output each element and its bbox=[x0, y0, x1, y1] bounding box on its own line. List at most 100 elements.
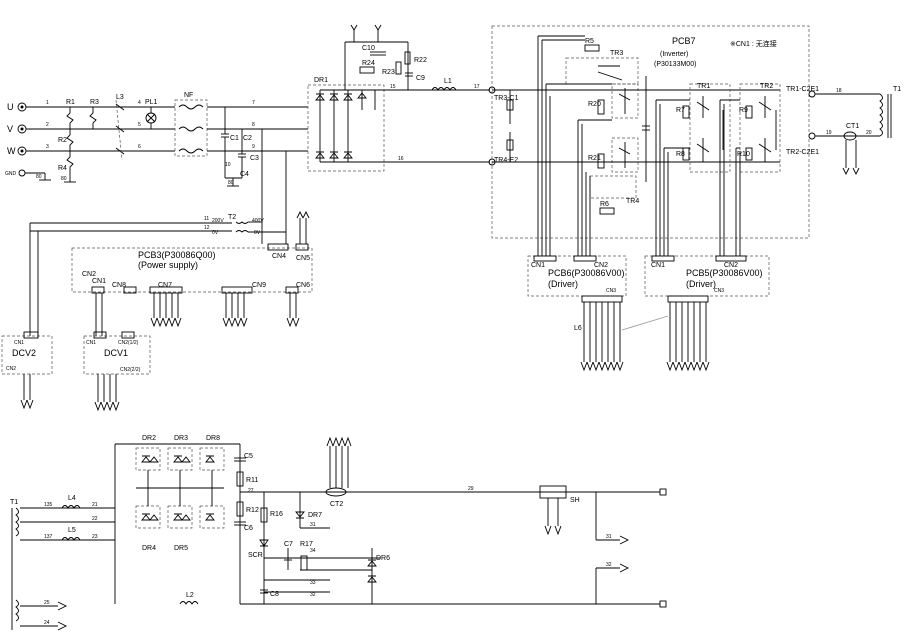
dcv2-label: DCV2 bbox=[12, 348, 36, 358]
l2-label: L2 bbox=[186, 592, 194, 599]
pcb6-subtitle: (Driver) bbox=[548, 279, 578, 289]
cn4-label: CN4 bbox=[272, 253, 286, 260]
svg-text:19: 19 bbox=[826, 130, 832, 136]
c1-label: C1 bbox=[230, 135, 239, 142]
svg-text:CN1: CN1 bbox=[86, 340, 96, 346]
terminal-u-label: U bbox=[7, 102, 14, 112]
r24-label: R24 bbox=[362, 60, 375, 67]
terminal-w-label: W bbox=[7, 146, 16, 156]
c5-label: C5 bbox=[244, 453, 253, 460]
svg-text:7: 7 bbox=[252, 100, 255, 106]
ct2-label: CT2 bbox=[330, 501, 343, 508]
r12-label: R12 bbox=[246, 507, 259, 514]
pcb7-title: PCB7 bbox=[672, 36, 696, 46]
svg-text:20: 20 bbox=[866, 130, 872, 136]
l5-label: L5 bbox=[68, 527, 76, 534]
pcb7-subtitle: (Inverter) bbox=[660, 51, 688, 58]
dr6-label: DR6 bbox=[376, 555, 390, 562]
t2-transformer: 11 12 T2 200V 400V 0V 0V bbox=[29, 129, 287, 336]
svg-text:11: 11 bbox=[204, 216, 209, 222]
c9-label: C9 bbox=[416, 75, 425, 82]
pcb5-subtitle: (Driver) bbox=[686, 279, 716, 289]
r2-label: R2 bbox=[58, 137, 67, 144]
svg-text:32: 32 bbox=[606, 562, 612, 568]
svg-text:18: 18 bbox=[836, 88, 842, 94]
r7-label: R7 bbox=[676, 107, 685, 114]
svg-text:2: 2 bbox=[46, 122, 49, 128]
l6-label: L6 bbox=[574, 325, 582, 332]
scr-label: SCR bbox=[248, 552, 263, 559]
pcb-drivers: CN1 CN2 PCB6(P30086V00) (Driver) CN3 CN1… bbox=[527, 255, 770, 372]
r11-label: R11 bbox=[246, 477, 258, 484]
svg-text:31: 31 bbox=[606, 534, 612, 540]
cn7-label: CN7 bbox=[158, 282, 172, 289]
c4-label: C4 bbox=[240, 171, 249, 178]
svg-text:15: 15 bbox=[390, 84, 396, 90]
cn5-label: CN5 bbox=[296, 255, 310, 262]
surge-resistors: R1 R3 R2 R4 80 80 bbox=[36, 99, 99, 183]
c7-label: C7 bbox=[284, 541, 293, 548]
svg-text:9: 9 bbox=[252, 144, 255, 150]
dr1-rectifier: DR1 15 bbox=[307, 77, 396, 172]
c10-label: C10 bbox=[362, 45, 375, 52]
pcb5-cn2-label: CN2 bbox=[724, 262, 738, 269]
svg-text:CN3: CN3 bbox=[606, 288, 616, 294]
svg-text:5: 5 bbox=[138, 122, 141, 128]
pl1-label: PL1 bbox=[145, 99, 158, 106]
secondary-circuit: T1 135 137 21 22 23 L4 L5 25 24 DR2 DR3 … bbox=[10, 435, 667, 631]
svg-text:80: 80 bbox=[61, 176, 67, 182]
svg-text:CN1: CN1 bbox=[14, 340, 24, 346]
c2-label: C2 bbox=[243, 135, 252, 142]
svg-text:137: 137 bbox=[44, 534, 53, 540]
svg-text:3: 3 bbox=[46, 144, 49, 150]
r5-label: R5 bbox=[585, 38, 594, 45]
r22-label: R22 bbox=[414, 57, 427, 64]
tr4-e2-label: TR4-E2 bbox=[494, 157, 518, 164]
cn9-label: CN9 bbox=[252, 282, 266, 289]
r9-label: R9 bbox=[739, 107, 748, 114]
dr3-label: DR3 bbox=[174, 435, 188, 442]
svg-text:4: 4 bbox=[138, 100, 141, 106]
svg-text:25: 25 bbox=[44, 600, 50, 606]
svg-text:6: 6 bbox=[138, 144, 141, 150]
pcb3-subtitle: (Power supply) bbox=[138, 260, 198, 270]
charge-circuit: C10 R24 R23 R22 C9 bbox=[344, 24, 427, 90]
tr4-label: TR4 bbox=[626, 198, 639, 205]
dr5-label: DR5 bbox=[174, 545, 188, 552]
pcb7-part: (P30133M00) bbox=[654, 61, 696, 68]
svg-text:80: 80 bbox=[228, 180, 234, 186]
r8-label: R8 bbox=[676, 151, 685, 158]
pcb7-inverter: PCB7 (Inverter) (P30133M00) ※CN1 : 无连接 T… bbox=[491, 25, 810, 256]
t2-label: T2 bbox=[228, 214, 236, 221]
terminal-gnd-label: GND bbox=[5, 171, 17, 177]
dr2-label: DR2 bbox=[142, 435, 156, 442]
tr3-c1-label: TR3-C1 bbox=[494, 95, 519, 102]
svg-text:CN2: CN2 bbox=[6, 366, 16, 372]
three-phase-lines: 1 2 3 4 5 6 bbox=[25, 100, 175, 174]
svg-text:32: 32 bbox=[310, 592, 316, 598]
svg-text:17: 17 bbox=[474, 84, 480, 90]
cn8-label: CN8 bbox=[112, 282, 126, 289]
svg-text:135: 135 bbox=[44, 502, 53, 508]
c6-label: C6 bbox=[244, 525, 253, 532]
r17-label: R17 bbox=[300, 541, 313, 548]
pcb3-cn1-label: CN1 bbox=[92, 278, 106, 285]
svg-text:400V: 400V bbox=[252, 218, 264, 224]
pcb6-cn1-label: CN1 bbox=[531, 262, 545, 269]
dcv-units: DCV2 CN1 CN2 DCV1 CN1 CN2(1/2) CN2(2/2) bbox=[1, 331, 151, 412]
cn1-note: ※CN1 : 无连接 bbox=[730, 39, 777, 48]
svg-text:8: 8 bbox=[252, 122, 255, 128]
svg-text:33: 33 bbox=[310, 580, 316, 586]
r3-label: R3 bbox=[90, 99, 99, 106]
pcb3-power-supply: PCB3(P30086Q00) (Power supply) CN4 CN5 C… bbox=[71, 210, 313, 336]
noise-filter: NF bbox=[174, 92, 208, 157]
svg-text:22: 22 bbox=[92, 516, 98, 522]
tr1-c2e1-label: TR1-C2E1 bbox=[786, 86, 819, 93]
t1-secondary-label: T1 bbox=[10, 499, 18, 506]
pcb6-title: PCB6(P30086V00) bbox=[548, 268, 625, 278]
l1-label: L1 bbox=[444, 78, 452, 85]
filter-to-dr1: 7 8 9 C1 C2 C3 C4 80 10 bbox=[207, 100, 308, 187]
dr4-label: DR4 bbox=[142, 545, 156, 552]
svg-text:21: 21 bbox=[92, 502, 98, 508]
t1-label: T1 bbox=[893, 86, 901, 93]
